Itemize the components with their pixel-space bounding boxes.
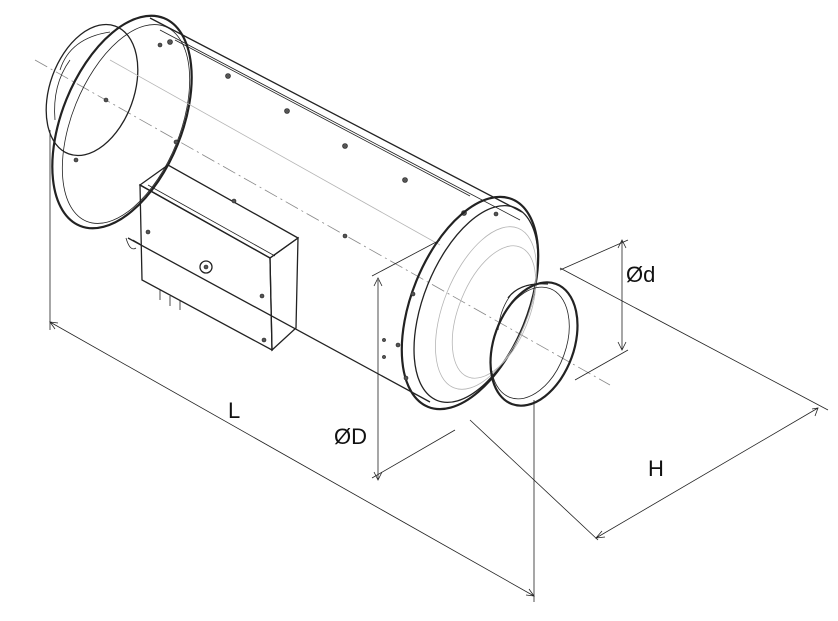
label-inner-diameter: Ød [626,262,655,287]
label-length: L [228,398,240,423]
dimension-outer-diameter [371,239,456,481]
label-height: H [648,456,664,481]
centre-axis [34,59,611,386]
cylinder-body [109,17,523,403]
dimension-height [469,267,829,541]
cable-gland-icon [199,260,213,274]
rear-spigot [45,23,139,157]
front-flange [382,195,540,411]
label-outer-diameter: ØD [334,424,367,449]
front-spigot [489,281,579,407]
dimension-length [49,130,535,602]
top-bolt-row [73,39,467,239]
terminal-box [125,164,300,352]
dimension-inner-diameter [559,239,629,381]
